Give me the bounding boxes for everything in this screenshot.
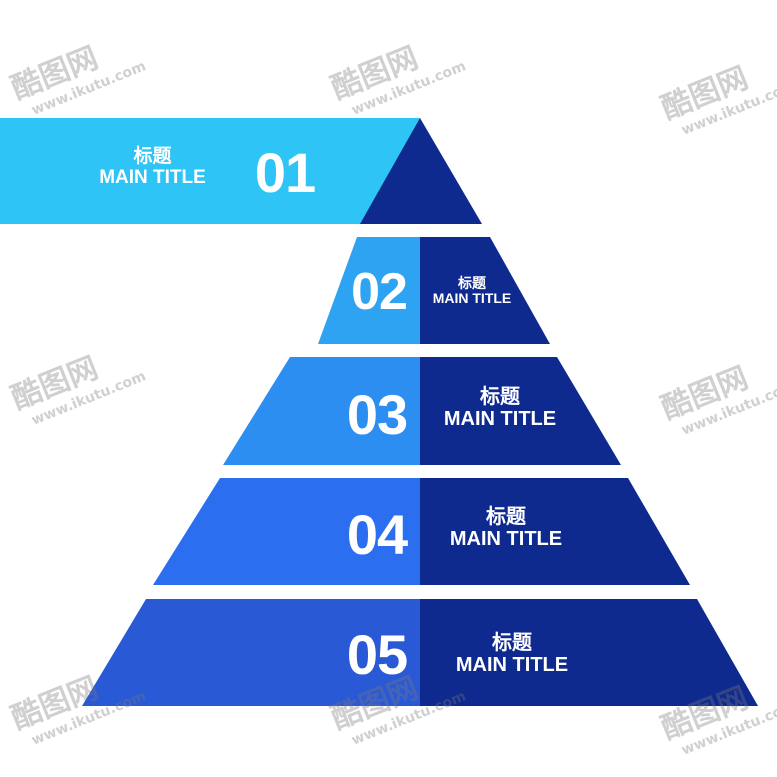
tier-1-banner — [0, 118, 420, 224]
tier-1-title-cn: 标题 — [133, 146, 172, 167]
tier-3-number: 03 — [346, 383, 408, 446]
tier-3-title: 标题 MAIN TITLE — [430, 386, 570, 430]
tier-4-title-en: MAIN TITLE — [449, 528, 563, 550]
tier-3-title-en: MAIN TITLE — [443, 408, 557, 430]
tier-2-title-cn: 标题 — [458, 275, 486, 291]
tier-2-title-en: MAIN TITLE — [432, 290, 512, 307]
tier-2-right — [420, 237, 550, 344]
tier-3-left — [223, 357, 420, 465]
tier-3-right — [420, 357, 621, 465]
tier-5-title-cn: 标题 — [492, 632, 532, 654]
tier-2-title: 标题 MAIN TITLE — [424, 275, 520, 307]
tier-3-title-cn: 标题 — [480, 386, 520, 408]
tier-2-left — [318, 237, 420, 344]
tier-4-right — [420, 478, 690, 585]
tier-1-apex — [360, 118, 482, 224]
tier-5-right — [420, 599, 758, 706]
tier-4-title-cn: 标题 — [486, 506, 526, 528]
tier-4-left — [153, 478, 420, 585]
tier-1-title: 标题 MAIN TITLE — [80, 146, 225, 189]
tier-4-title: 标题 MAIN TITLE — [436, 506, 576, 550]
tier-2-number: 02 — [351, 263, 408, 321]
tier-5-left — [82, 599, 420, 706]
tier-4-number: 04 — [346, 503, 408, 566]
tier-1-number: 01 — [254, 141, 316, 204]
tier-1-title-en: MAIN TITLE — [99, 166, 206, 188]
tier-5-title-en: MAIN TITLE — [455, 654, 569, 676]
tier-5-number: 05 — [346, 623, 408, 686]
tier-5-title: 标题 MAIN TITLE — [442, 632, 582, 676]
